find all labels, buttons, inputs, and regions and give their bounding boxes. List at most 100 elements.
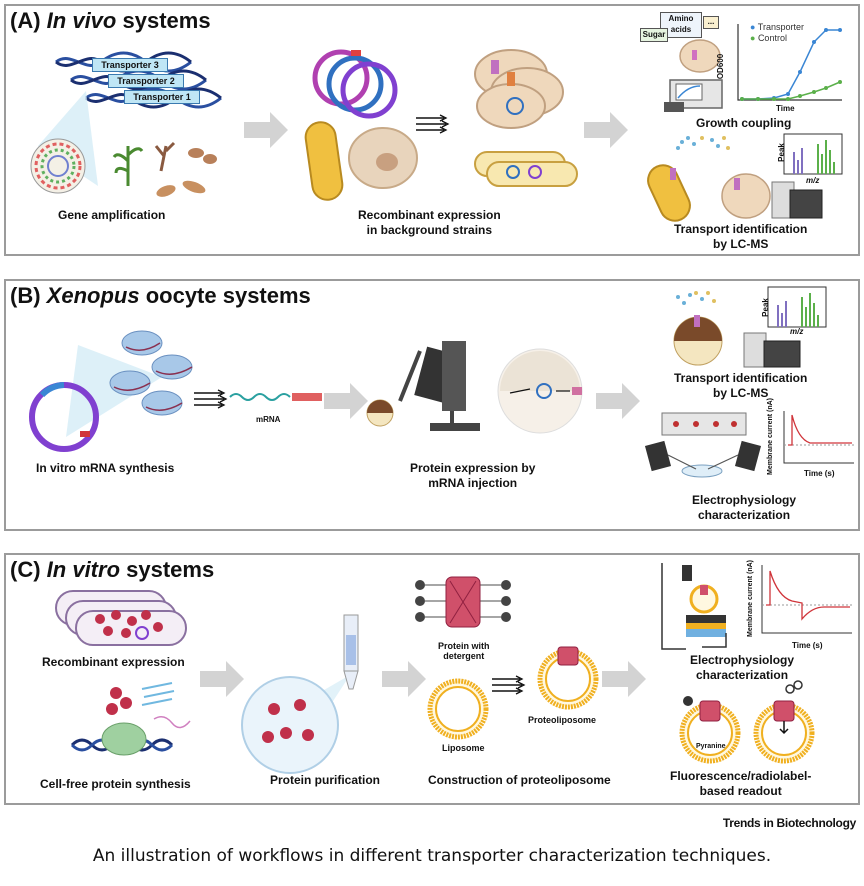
journal-footer: Trends in Biotechnology [722,816,856,830]
transport-id-line-2: by LC-MS [713,386,769,400]
ephys-line-2: characterization [697,508,791,522]
mz-axis-label: m/z [806,176,820,185]
title-italic: Xenopus [46,283,140,308]
current-trace [788,414,852,446]
title-italic: In vivo [46,8,117,33]
bacteria-expression-icon [55,590,187,646]
microinjection-icon [366,341,583,434]
legend-transporter-text: Transporter [757,22,804,32]
time-axis-label: Time (s) [792,641,823,650]
panel-letter: (B) [10,283,41,308]
recomb-line-2: in background strains [366,223,493,237]
current-axes [761,565,852,634]
transport-identification-label: Transport identification by LC-MS [674,222,807,252]
recomb-line-1: Recombinant expression [358,208,501,222]
fluorescence-readout-label: Fluorescence/radiolabel- based readout [670,769,811,799]
control-point [786,97,790,101]
arrow-icon [602,661,646,697]
control-point [824,86,828,90]
growth-axes [737,24,842,101]
cell-free-synthesis-icon [70,682,191,756]
electrophysiology-label: Electrophysiology characterization [692,493,796,523]
title-rest: systems [122,8,211,33]
recombinant-expression-label: Recombinant expression [42,655,185,669]
other-substrate-box: ... [703,16,719,29]
multi-arrow-icon [492,675,526,695]
purification-column-icon [241,614,359,774]
detergent-line-2: detergent [443,651,485,661]
electrophysiology-label: Electrophysiology characterization [690,653,794,683]
plasmid-ribosomes-icon [29,330,193,452]
peak-axis-label: Peak [760,298,770,317]
transport-identification-label: Transport identification by LC-MS [674,371,807,401]
legend-control-marker: ● [750,33,758,43]
protein-purification-label: Protein purification [270,773,381,787]
mz-axis-label: m/z [790,327,804,336]
arrow-icon [200,661,244,697]
yeast-bacteria-icon [474,49,578,187]
transporter-point [838,28,842,32]
control-point [740,97,744,101]
peak-axis-label: Peak [776,143,786,162]
membrane-current-chart [761,565,852,634]
ephys-line-1: Electrophysiology [690,653,795,667]
inject-line-2: mRNA injection [428,476,518,490]
membrane-current-chart [783,411,854,464]
mrna-label: mRNA [256,415,281,424]
construction-proteoliposome-label: Construction of proteoliposome [428,773,611,787]
legend-control-text: Control [757,33,787,43]
transport-id-line-1: Transport identification [674,371,808,385]
protein-detergent-label: Protein with detergent [438,641,490,661]
arrow-icon [584,112,628,148]
panel-letter: (A) [10,8,41,33]
ephys-line-1: Electrophysiology [692,493,797,507]
fluorescence-readout-icon [679,680,815,764]
multi-arrow-icon [194,389,228,409]
arrow-icon [382,661,426,697]
inject-line-1: Protein expression by [410,461,536,475]
transporter-point [798,70,802,74]
pyranine-label: Pyranine [696,743,726,750]
cell-free-protein-synthesis-label: Cell-free protein synthesis [40,777,191,791]
genome-organisms-icon [30,91,217,197]
legend-transporter: ● Transporter [750,22,804,32]
liposome-icon [427,678,489,740]
transporter-point [812,40,816,44]
panel-in-vitro: (C) In vitro systems Recombinant express… [4,553,860,805]
sugar-box: Sugar [640,28,668,42]
bilayer-rig-icon [661,563,727,650]
panel-in-vivo: (A) In vivo systems Transporter 3 Transp… [4,4,860,256]
transport-id-line-2: by LC-MS [713,237,769,251]
control-point [812,90,816,94]
control-point [798,94,802,98]
spectrophotometer-icon [664,39,723,112]
voltage-clamp-rig-icon [644,412,762,478]
od600-axis-label: OD600 [716,53,726,80]
mrna-strand-icon [229,393,322,401]
figure-caption: An illustration of workflows in differen… [92,846,772,866]
legend-control: ● Control [750,33,787,43]
panel-a-title: (A) In vivo systems [10,8,211,34]
oocyte-lcms-icon [673,291,801,368]
recombinant-expression-label: Recombinant expression in background str… [358,208,501,238]
transporter-1-box: Transporter 1 [124,90,200,104]
title-italic: In vitro [46,557,121,582]
panel-xenopus: (B) Xenopus oocyte systems mRNA In vitro… [4,279,860,531]
panel-letter: (C) [10,557,41,582]
current-trace [766,570,850,621]
panel-b-title: (B) Xenopus oocyte systems [10,283,311,309]
growth-coupling-label: Growth coupling [696,116,792,130]
growth-curve-chart [737,24,842,101]
time-axis-label: Time [776,104,795,113]
legend-transporter-marker: ● [750,22,758,32]
panel-c-title: (C) In vitro systems [10,557,214,583]
transporter-point [786,92,790,96]
proteoliposome-icon [537,646,599,710]
fluor-line-2: based readout [699,784,782,798]
control-point [772,97,776,101]
mass-spectrum-chart [783,133,843,175]
liposome-label: Liposome [442,743,485,753]
control-point [838,80,842,84]
current-axis-label: Membrane current (nA) [767,397,775,476]
fluor-line-1: Fluorescence/radiolabel- [670,769,812,783]
